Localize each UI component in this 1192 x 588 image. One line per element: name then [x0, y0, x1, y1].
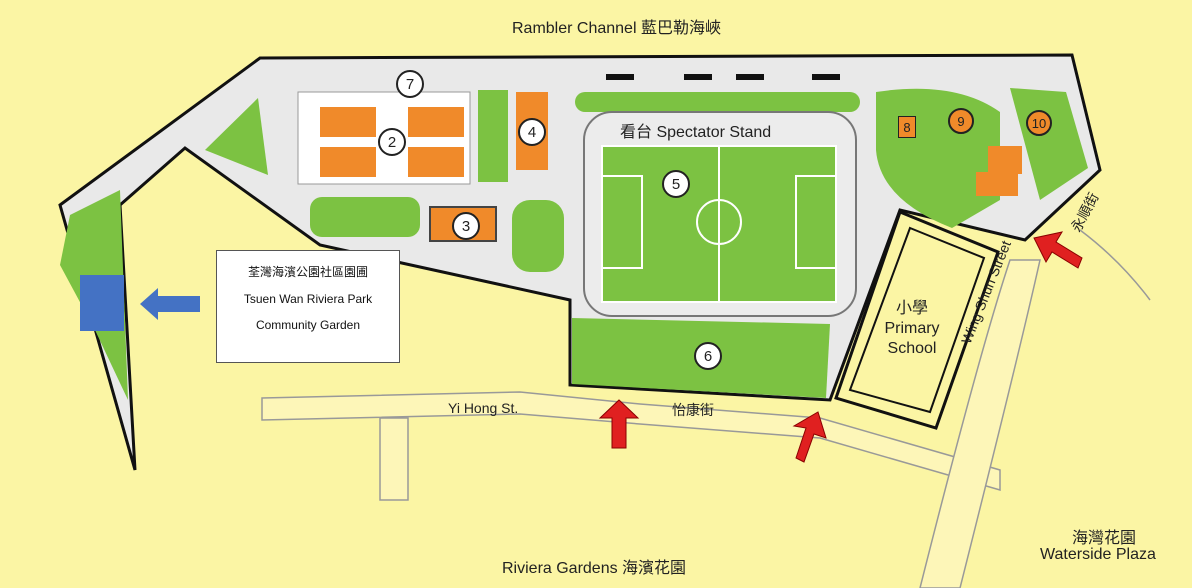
community-garden-legend: 荃灣海濱公園社區園圃 Tsuen Wan Riviera Park Commun… [216, 250, 400, 363]
pier-1 [606, 74, 634, 80]
court-1 [320, 107, 376, 137]
pier-4 [812, 74, 840, 80]
primary-school [834, 210, 1000, 430]
east-building-1 [988, 146, 1022, 174]
label-rambler-channel: Rambler Channel 藍巴勒海峽 [512, 20, 721, 37]
marker-9[interactable]: 9 [948, 108, 974, 134]
label-waterside-en: Waterside Plaza [1040, 546, 1156, 563]
north-lawn-6 [575, 92, 860, 112]
legend-arrow [140, 288, 200, 320]
marker-6[interactable]: 6 [694, 342, 722, 370]
access-arrow-2 [792, 411, 827, 463]
label-spectator-stand: 看台 Spectator Stand [620, 124, 772, 141]
southwest-road [379, 417, 409, 501]
label-waterside-zh: 海灣花園 [1072, 530, 1137, 547]
pitch-box-right [795, 175, 837, 269]
primary-school-inner [848, 226, 986, 414]
label-school-en2: School [887, 340, 937, 357]
pier-3 [736, 74, 764, 80]
north-lawn-4 [310, 197, 420, 237]
north-lawn-5 [512, 200, 564, 272]
label-yi-hong-zh: 怡康街 [672, 402, 714, 418]
north-lawn-1 [205, 98, 268, 175]
pitch-box-left [601, 175, 643, 269]
access-arrow-3 [1033, 231, 1083, 269]
marker-8[interactable]: 8 [898, 116, 916, 138]
label-riviera-gardens: Riviera Gardens 海濱花園 [502, 560, 687, 577]
court-3 [320, 147, 376, 177]
east-road [1079, 229, 1151, 301]
pier-2 [684, 74, 712, 80]
marker-2[interactable]: 2 [378, 128, 406, 156]
legend-title-zh: 荃灣海濱公園社區園圃 [247, 265, 368, 279]
marker-5[interactable]: 5 [662, 170, 690, 198]
legend-title-en: Tsuen Wan Riviera Park [243, 292, 373, 306]
marker-3[interactable]: 3 [452, 212, 480, 240]
marker-10[interactable]: 10 [1026, 110, 1052, 136]
label-school-zh: 小學 [895, 300, 928, 317]
wing-shun-road [919, 259, 1041, 588]
access-arrow-1 [598, 399, 640, 449]
marker-4[interactable]: 4 [518, 118, 546, 146]
label-yi-hong-en: Yi Hong St. [448, 400, 519, 416]
community-garden-plot [80, 275, 124, 331]
north-lawn-3 [478, 90, 508, 182]
marker-7[interactable]: 7 [396, 70, 424, 98]
label-school-en1: Primary [884, 320, 940, 337]
east-building-2 [976, 172, 1018, 196]
court-4 [408, 147, 464, 177]
legend-subtitle-en: Community Garden [255, 318, 361, 332]
pitch-centre [696, 199, 742, 245]
court-2 [408, 107, 464, 137]
